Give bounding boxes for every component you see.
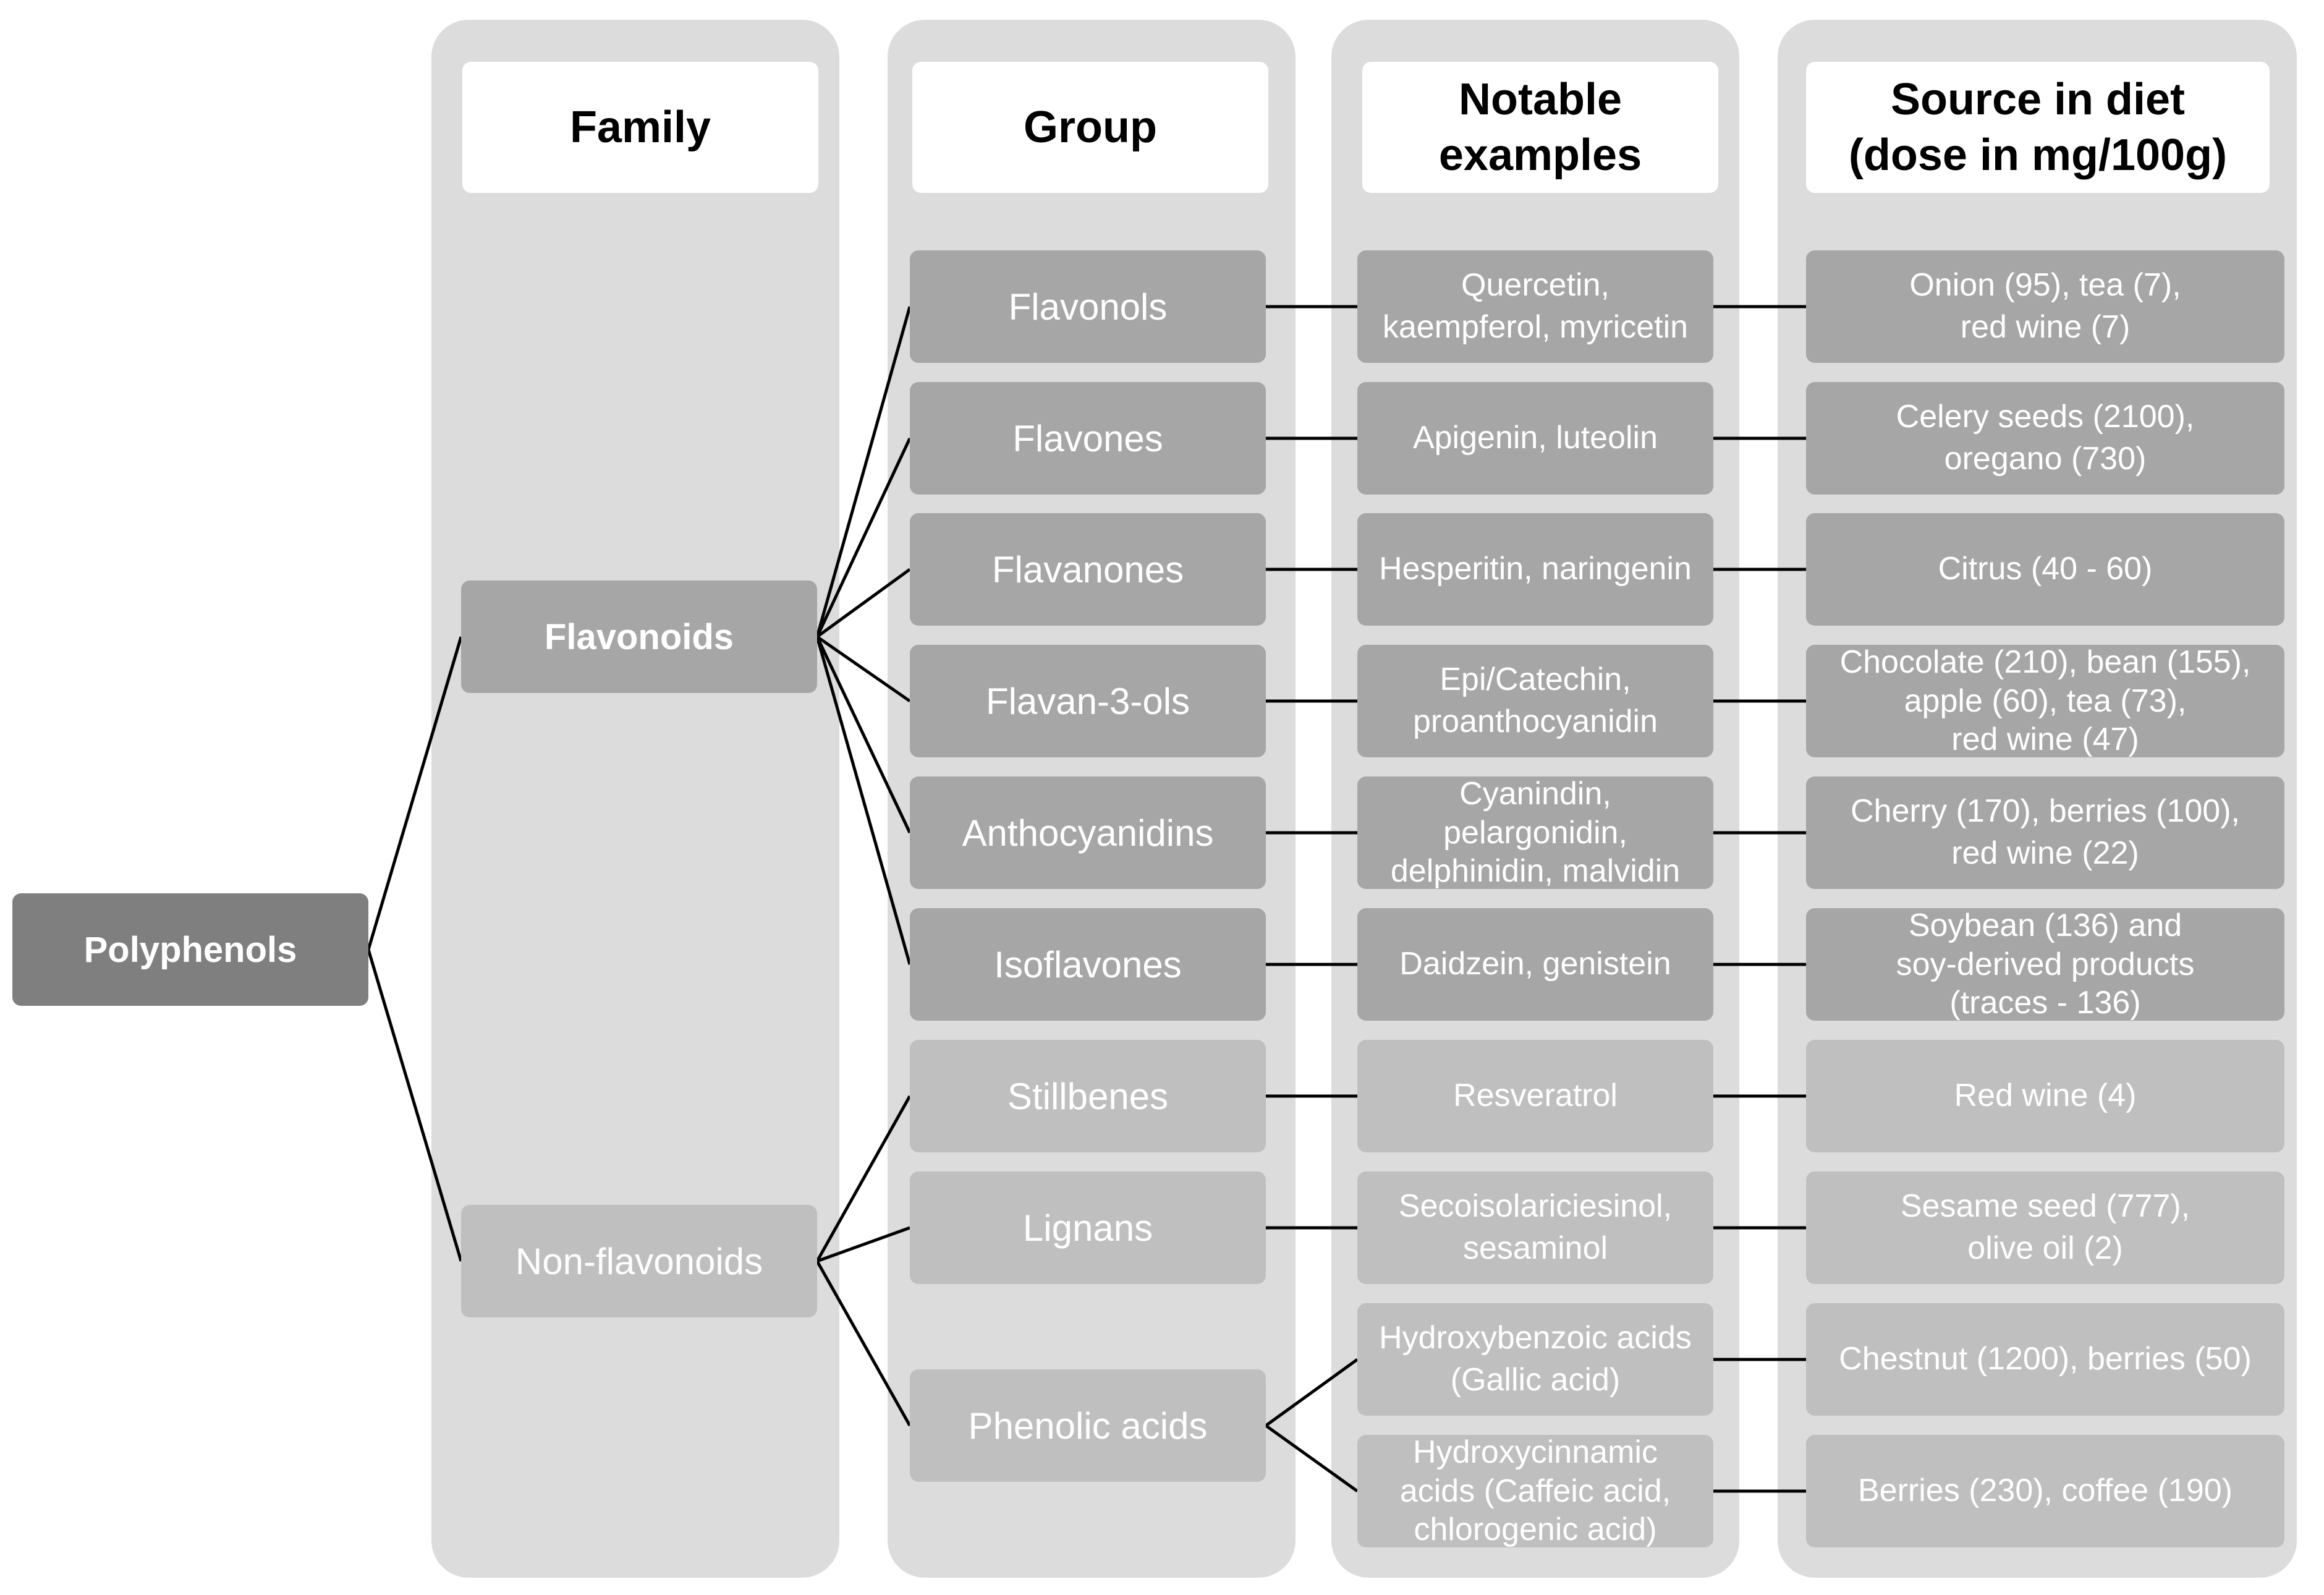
group-flavones: Flavones [910, 382, 1266, 495]
example-hydroxycinnamic-acids: Hydroxycinnamic acids (Caffeic acid, chl… [1357, 1435, 1713, 1547]
group-stillbenes: Stillbenes [910, 1040, 1266, 1152]
group-isoflavones: Isoflavones [910, 908, 1266, 1021]
header-group: Group [912, 62, 1268, 193]
example-anthocyanidins: Cyanindin, pelargonidin, delphinidin, ma… [1357, 776, 1713, 889]
source-flavones: Celery seeds (2100), oregano (730) [1806, 382, 2284, 495]
source-stillbenes: Red wine (4) [1806, 1040, 2284, 1152]
example-flavonols: Quercetin, kaempferol, myricetin [1357, 250, 1713, 363]
group-anthocyanidins: Anthocyanidins [910, 776, 1266, 889]
example-stillbenes: Resveratrol [1357, 1040, 1713, 1152]
header-family: Family [462, 62, 818, 193]
source-hydroxycinnamic-acids: Berries (230), coffee (190) [1806, 1435, 2284, 1547]
example-isoflavones: Daidzein, genistein [1357, 908, 1713, 1021]
family-flavonoids: Flavonoids [461, 581, 817, 693]
group-flavonols: Flavonols [910, 250, 1266, 363]
source-lignans: Sesame seed (777), olive oil (2) [1806, 1172, 2284, 1284]
source-anthocyanidins: Cherry (170), berries (100), red wine (2… [1806, 776, 2284, 889]
header-examples: Notable examples [1362, 62, 1718, 193]
source-flavonols: Onion (95), tea (7), red wine (7) [1806, 250, 2284, 363]
root-polyphenols: Polyphenols [12, 893, 368, 1006]
family-nonflavonoids: Non-flavonoids [461, 1205, 817, 1317]
group-flavan-3-ols: Flavan-3-ols [910, 645, 1266, 757]
example-hydroxybenzoic-acids: Hydroxybenzoic acids (Gallic acid) [1357, 1303, 1713, 1416]
family-column [431, 20, 839, 1578]
group-phenolic-acids: Phenolic acids [910, 1369, 1266, 1482]
source-hydroxybenzoic-acids: Chestnut (1200), berries (50) [1806, 1303, 2284, 1416]
header-source: Source in diet (dose in mg/100g) [1806, 62, 2270, 193]
source-isoflavones: Soybean (136) and soy-derived products (… [1806, 908, 2284, 1021]
source-flavan-3-ols: Chocolate (210), bean (155), apple (60),… [1806, 645, 2284, 757]
example-flavones: Apigenin, luteolin [1357, 382, 1713, 495]
example-flavanones: Hesperitin, naringenin [1357, 513, 1713, 626]
example-flavan-3-ols: Epi/Catechin, proanthocyanidin [1357, 645, 1713, 757]
example-lignans: Secoisolariciesinol, sesaminol [1357, 1172, 1713, 1284]
group-lignans: Lignans [910, 1172, 1266, 1284]
source-flavanones: Citrus (40 - 60) [1806, 513, 2284, 626]
group-flavanones: Flavanones [910, 513, 1266, 626]
